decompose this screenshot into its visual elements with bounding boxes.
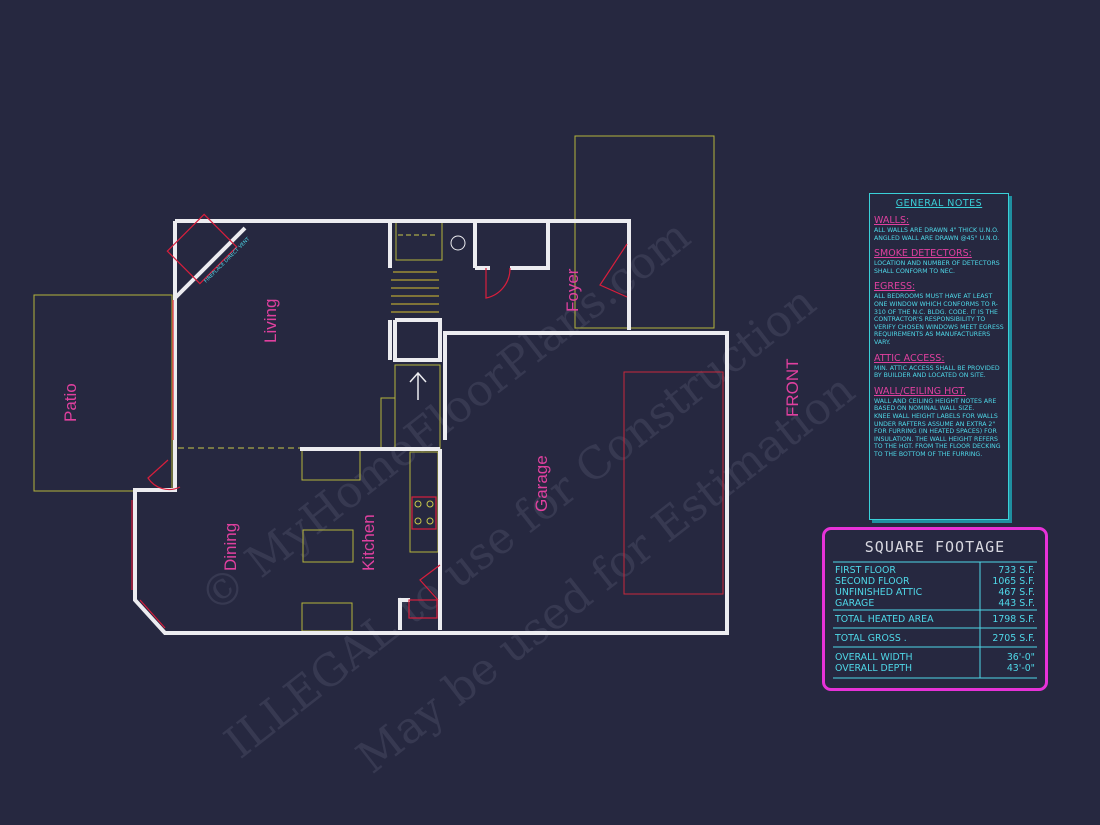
sqft-label: SECOND FLOOR: [835, 576, 910, 587]
garage-door-outline: [623, 371, 724, 595]
sqft-value: 43'-0": [1006, 663, 1035, 674]
burner-4: [426, 517, 434, 525]
notes-text-attic: MIN. ATTIC ACCESS SHALL BE PROVIDED BY B…: [874, 364, 1000, 380]
stair-up-arrow: [409, 371, 427, 400]
notes-text-wall-height: WALL AND CEILING HEIGHT NOTES ARE BASED …: [874, 397, 1001, 458]
sqft-value: 36'-0": [1006, 652, 1035, 663]
sqft-value: 443 S.F.: [998, 598, 1035, 609]
wall-bath-right: [510, 221, 550, 270]
doors-windows: [131, 213, 628, 629]
burner-1: [414, 500, 422, 508]
walls: [133, 219, 729, 635]
sqft-label: OVERALL DEPTH: [835, 663, 913, 674]
range: [411, 496, 437, 530]
room-label-foyer: Foyer: [563, 268, 582, 312]
front-door: [599, 243, 628, 298]
sqft-label: FIRST FLOOR: [835, 565, 896, 576]
room-label-dining: Dining: [221, 523, 240, 571]
wall-top: [175, 219, 631, 330]
room-label-patio: Patio: [61, 383, 80, 422]
kitchen-door: [419, 564, 441, 601]
sqft-label: TOTAL HEATED AREA: [835, 614, 934, 625]
wall-pantry: [398, 598, 410, 630]
closet-outline: [395, 221, 443, 261]
dining-door: [147, 459, 181, 491]
dining-window-2: [139, 599, 166, 629]
watermark: © MyHomeFloorPlans.com ILLEGAL to use fo…: [190, 210, 864, 784]
sqft-label: GARAGE: [835, 598, 875, 609]
notes-text-smoke: LOCATION AND NUMBER OF DETECTORS SHALL C…: [874, 260, 1000, 275]
fireplace-hearth: [166, 213, 238, 285]
general-notes-title: GENERAL NOTES: [895, 198, 983, 209]
notes-heading-wall-height: WALL/CEILING HGT.: [874, 385, 967, 397]
notes-heading-smoke: SMOKE DETECTORS:: [874, 248, 972, 260]
stair-treads: [391, 271, 439, 313]
island-outline: [302, 529, 354, 563]
sqft-value: 467 S.F.: [998, 587, 1035, 598]
notes-heading-attic: ATTIC ACCESS:: [874, 352, 945, 364]
bath-door: [485, 267, 511, 299]
sqft-value: 733 S.F.: [998, 565, 1035, 576]
sqft-label: OVERALL WIDTH: [835, 652, 913, 663]
pantry-shelf: [408, 599, 438, 619]
room-label-living: Living: [261, 299, 280, 343]
wall-closet-box: [393, 318, 442, 362]
burner-2: [426, 500, 434, 508]
general-notes-panel: GENERAL NOTES WALLS: ALL WALLS ARE DRAWN…: [869, 193, 1009, 520]
stairs: [391, 271, 439, 400]
notes-heading-walls: WALLS:: [874, 215, 910, 226]
front-label: FRONT: [783, 358, 802, 417]
burner-3: [414, 517, 422, 525]
wall-exterior-loop: [133, 221, 729, 635]
room-label-kitchen: Kitchen: [359, 514, 378, 571]
porch-outline: [574, 135, 715, 329]
sqft-value: 2705 S.F.: [992, 633, 1035, 644]
sqft-value: 1798 S.F.: [992, 614, 1035, 625]
square-footage-title: SQUARE FOOTAGE: [864, 538, 1006, 556]
sqft-label: TOTAL GROSS .: [835, 633, 907, 644]
sqft-label: UNFINISHED ATTIC: [835, 587, 923, 598]
notes-text-egress: ALL BEDROOMS MUST HAVE AT LEAST ONE WIND…: [874, 293, 1004, 346]
room-label-garage: Garage: [532, 455, 551, 512]
sqft-table-lines: [833, 561, 1037, 679]
sqft-value: 1065 S.F.: [992, 576, 1035, 587]
square-footage-panel: SQUARE FOOTAGE FIRST FLOOR 733 S.F. SECON…: [822, 527, 1048, 691]
notes-heading-egress: EGRESS:: [874, 281, 916, 293]
sink-icon: [450, 235, 466, 251]
patio-outline: [33, 294, 173, 492]
notes-text-walls: ALL WALLS ARE DRAWN 4" THICK U.N.O. ANGL…: [874, 227, 1000, 242]
wall-fireplace-angle: [173, 226, 247, 300]
